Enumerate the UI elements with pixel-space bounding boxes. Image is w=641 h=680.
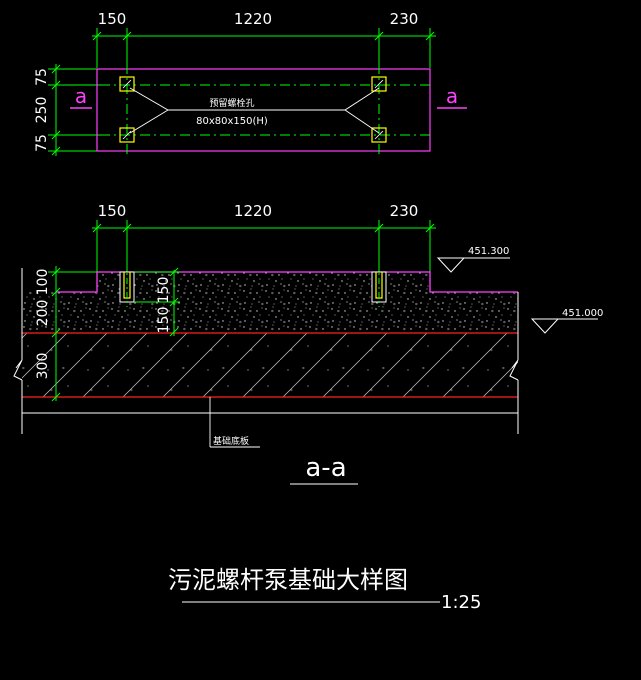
hole-leader-lines (129, 87, 380, 134)
concrete-plinth (22, 272, 518, 333)
plan-dim-top-1: 150 (98, 10, 127, 28)
hole-size: 80x80x150(H) (196, 116, 268, 127)
section-dim-left-1: 100 (35, 269, 51, 296)
elevation-ground-value: 451.000 (562, 308, 603, 319)
plan-centerlines (100, 64, 430, 156)
layer-lines (22, 332, 518, 398)
bolt-hole-cross-marks (122, 79, 384, 140)
elevation-top-marker (436, 257, 510, 273)
drawing-title-block: 污泥螺杆泵基础大样图 1:25 (168, 566, 481, 613)
bolt-hole-bottom-left (119, 127, 135, 143)
plan-dim-left-3: 75 (34, 134, 50, 152)
section-mark-right-group: a (437, 84, 467, 109)
bolt-holes (119, 76, 387, 143)
section-dimension-top (92, 220, 436, 272)
bolt-hole-top-right (371, 76, 387, 92)
section-name: a-a (305, 453, 346, 483)
hole-label: 预留螺栓孔 (209, 97, 254, 109)
plan-dim-top-3: 230 (390, 10, 419, 28)
section-dim-left-2: 200 (35, 300, 51, 327)
plan-view: 150 1220 230 75 250 75 (34, 10, 467, 156)
section-edges (13, 268, 519, 434)
bolt-hole-top-left (119, 76, 135, 92)
elevation-ground-marker (530, 318, 598, 334)
drawing-title: 污泥螺杆泵基础大样图 (168, 566, 408, 594)
elevation-top-value: 451.300 (468, 246, 509, 257)
bolt-depth-1: 150 (156, 277, 172, 304)
section-dim-left-3: 300 (35, 353, 51, 380)
section-view: 150 1220 230 (13, 202, 603, 485)
section-mark-left-group: a (70, 84, 92, 109)
base-label-leader (209, 397, 260, 448)
section-mark-right: a (446, 84, 458, 108)
bolt-depth-2: 150 (156, 307, 172, 334)
section-dim-top-2: 1220 (234, 202, 272, 220)
base-label: 基础底板 (213, 435, 249, 447)
section-mark-left: a (75, 84, 87, 108)
section-dimension-left (48, 266, 97, 402)
plan-dim-top-2: 1220 (234, 10, 272, 28)
section-bolt-holes (119, 264, 387, 307)
plinth-top-outline (56, 271, 518, 293)
plan-dimension-top (92, 28, 436, 68)
plan-dim-left-1: 75 (34, 68, 50, 86)
plan-dimension-left (48, 64, 100, 156)
gravel-base-layer (22, 333, 518, 397)
bolt-hole-bottom-right (371, 127, 387, 143)
drawing-scale: 1:25 (441, 592, 481, 613)
plan-outline (96, 68, 431, 152)
section-dim-top-3: 230 (390, 202, 419, 220)
bolt-depth-dimension (134, 267, 180, 337)
plan-dim-left-2: 250 (34, 97, 50, 124)
section-dim-top-1: 150 (98, 202, 127, 220)
